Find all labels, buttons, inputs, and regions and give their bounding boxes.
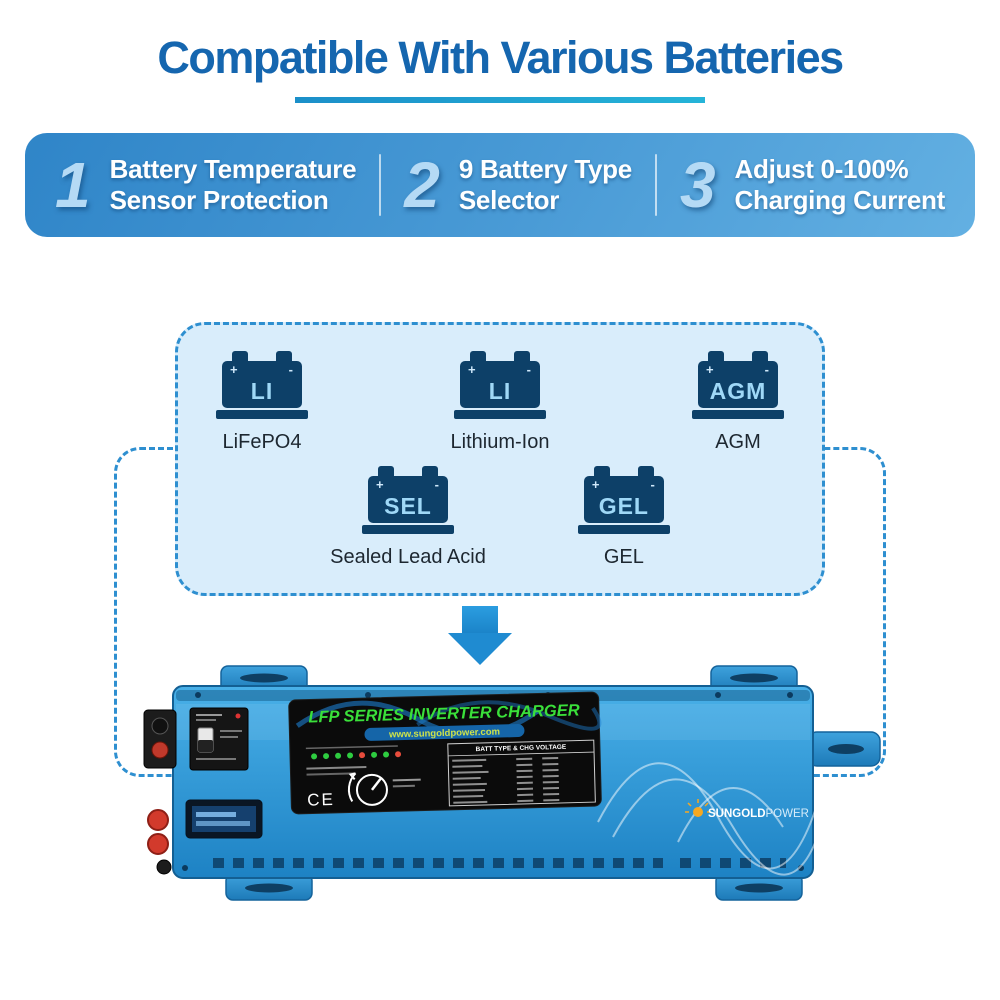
battery-icon: + - AGM [692,351,784,419]
feature-3-text: Adjust 0-100% Charging Current [734,154,946,215]
battery-label: AGM [715,431,761,453]
battery-code: SEL [384,493,432,519]
feature-1-number: 1 [55,149,91,221]
bracket-slots [240,673,864,893]
feature-1-text: Battery Temperature Sensor Protection [110,154,357,215]
battery-row-2: + - SEL Sealed Lead Acid + - GEL [216,466,784,569]
brand-primary: SUNGOLD [708,808,766,820]
input-terminals [143,709,177,875]
ce-mark: CE [307,790,335,810]
label-wave-decoration [416,700,602,731]
website-pill [364,724,525,741]
battery-code: GEL [598,493,649,519]
svg-text:SUNGOLDPOWER: SUNGOLDPOWER [708,808,809,820]
battery-terminal [422,466,438,478]
feature-3-line1: Adjust 0-100% [734,154,909,185]
battery-code: LI [250,378,274,404]
battery-label: Lithium-Ion [450,431,550,453]
brand-secondary: POWER [766,808,809,820]
feature-2-line1: 9 Battery Type [458,154,632,185]
arrow-shaft [462,606,498,633]
battery-body: + - SEL [368,476,448,523]
battery-lifepo4: + - LI LiFePO4 [216,351,308,454]
feature-2: 2 9 Battery Type Selector [404,153,632,217]
battery-base [362,525,454,534]
feature-1-line1: Battery Temperature [109,154,357,185]
battery-icon: + - SEL [362,466,454,534]
sun-icon [693,807,703,817]
feature-2-line2: Selector [458,185,560,215]
battery-icon: + - LI [216,351,308,419]
battery-table: BATT TYPE & CHG VOLTAGE [447,739,596,807]
plus-sign: + [591,477,600,492]
led-indicators [305,745,402,776]
battery-sealed-lead-acid: + - SEL Sealed Lead Acid [330,466,486,569]
inverter-website: www.sungoldpower.com [388,727,500,741]
battery-terminal [514,351,530,363]
feature-1: 1 Battery Temperature Sensor Protection [55,149,357,221]
battery-terminal [637,466,654,478]
feature-2-number: 2 [404,149,440,221]
feature-2-text: 9 Battery Type Selector [459,154,632,215]
battery-lithium-ion: + - LI Lithium-Ion [450,351,550,454]
battery-body: + - GEL [583,476,664,523]
battery-icon: + - LI [454,351,546,419]
battery-code: AGM [709,378,767,404]
battery-terminal [276,351,292,363]
battery-icon: + - GEL [577,466,670,534]
minus-sign: - [434,477,439,492]
battery-base [577,525,670,534]
battery-body: + - AGM [698,361,778,408]
battery-terminal [593,466,610,478]
feature-banner: 1 Battery Temperature Sensor Protection … [25,133,975,237]
battery-base [216,410,308,419]
battery-label: LiFePO4 [222,431,302,453]
lcd-display [185,799,263,839]
power-switch-panel [189,707,249,771]
plus-sign: + [468,362,476,377]
battery-base [454,410,546,419]
product-label: LFP SERIES INVERTER CHARGER www.sungoldp… [288,691,602,815]
feature-3: 3 Adjust 0-100% Charging Current [680,153,945,217]
title-underline [295,97,705,103]
battery-panel: + - LI LiFePO4 + - LI [175,322,825,596]
battery-terminal [232,351,248,363]
feature-3-line2: Charging Current [734,185,946,215]
feature-1-line2: Sensor Protection [109,185,329,215]
charge-dial [347,772,421,806]
battery-terminal [708,351,724,363]
battery-terminal [470,351,486,363]
inverter-image: LFP SERIES INVERTER CHARGER www.sungoldp… [143,665,881,901]
feature-divider [379,154,382,216]
battery-label: GEL [603,546,644,568]
brand-logo: SUNGOLDPOWER [685,799,809,820]
feature-divider [654,154,657,216]
feature-3-number: 3 [679,149,716,221]
indicator-led [235,713,241,719]
down-arrow-icon [448,606,512,666]
arrow-head [448,633,512,665]
sun-rays [685,799,711,813]
battery-body: + - LI [222,361,302,408]
minus-sign: - [288,362,293,377]
minus-sign: - [764,362,769,377]
battery-agm: + - AGM AGM [692,351,784,454]
wave-decoration [597,762,825,876]
battery-terminal [752,351,768,363]
battery-gel: + - GEL GEL [577,466,670,569]
battery-table-title: BATT TYPE & CHG VOLTAGE [476,744,567,753]
minus-sign: - [650,477,655,492]
battery-code: LI [488,378,512,404]
battery-body: + - LI [460,361,540,408]
battery-base [692,410,784,419]
battery-row-1: + - LI LiFePO4 + - LI [216,351,784,454]
battery-label: Sealed Lead Acid [330,546,486,568]
page-title: Compatible With Various Batteries [157,32,844,83]
plus-sign: + [230,362,238,377]
minus-sign: - [526,362,531,377]
battery-terminal [378,466,394,478]
plus-sign: + [376,477,384,492]
plus-sign: + [706,362,714,377]
